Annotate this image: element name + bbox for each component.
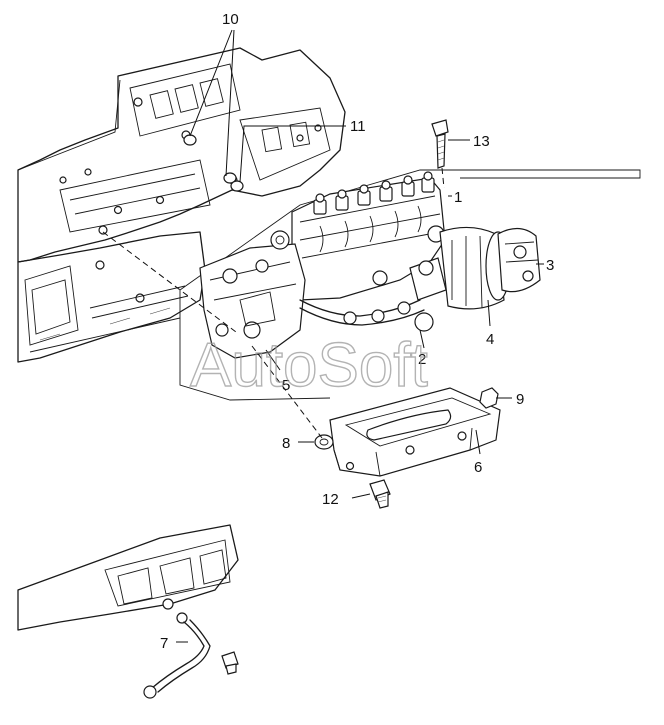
watermark-logo: AutoSoft [190,331,428,400]
callout-1: 1 [454,189,462,206]
washer-11 [230,180,244,192]
callout-11: 11 [350,118,366,135]
callout-5: 5 [282,377,290,394]
engine-block-side [17,231,206,363]
callout-labels: 10 11 13 1 3 4 2 5 9 8 6 12 7 [160,11,554,652]
callout-7: 7 [160,635,168,652]
engine-block-lower [17,524,239,631]
callout-4: 4 [486,331,494,348]
bolt-13 [431,119,449,169]
bolt-12 [369,479,391,509]
delivery-valves [313,171,435,215]
washer-nut-8 [314,434,334,450]
callout-13: 13 [473,133,490,150]
assembly-guide-lines [102,167,445,439]
callout-12: 12 [322,491,339,508]
callout-6: 6 [474,459,482,476]
pump-bracket [329,387,501,477]
callout-2: 2 [418,351,426,368]
nut-9 [479,387,499,409]
injection-pump-assembly [199,171,541,359]
pump-assembly-outline [179,169,641,291]
leader-lines [176,29,544,643]
callout-10: 10 [222,11,239,28]
callout-8: 8 [282,435,290,452]
fuel-pipe-7 [143,612,239,699]
callout-3: 3 [546,257,554,274]
engine-block-upper [17,47,346,303]
callout-9: 9 [516,391,524,408]
